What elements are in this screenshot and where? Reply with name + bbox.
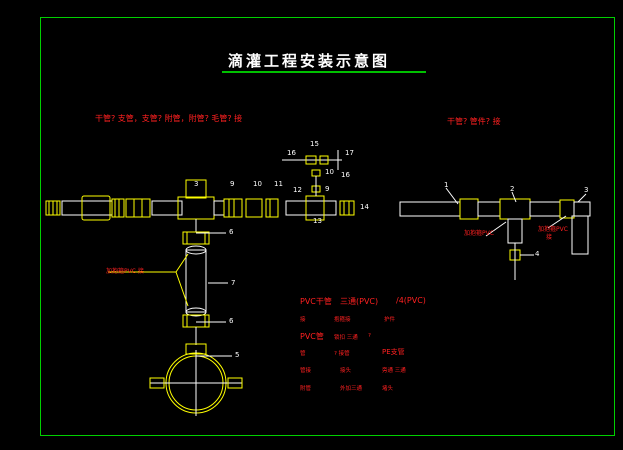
pipe-segment-d [213,200,225,216]
part-number-17: 17 [345,149,354,157]
tee-fitting [177,196,215,220]
pipe-segment-f [305,195,325,221]
vertical-branch [108,219,228,345]
legend-r3c1: PVC管 [300,332,324,341]
coupling-1 [111,198,125,218]
legend-r4c3: PE支管 [382,348,405,356]
title-underline [222,71,426,73]
part-number-13: 13 [313,217,322,225]
right-number-4: 4 [535,250,540,258]
part-number-10-b: 10 [325,168,334,176]
pipe-segment-a [61,200,113,216]
legend-r3c2: 锁扣 三通 [334,335,358,341]
end-cap-right [339,200,355,216]
main-pipeline [61,179,337,221]
adapter-upper [182,231,210,245]
part-number-6: 6 [229,228,234,236]
main-pipe-section [149,343,243,416]
legend-r3c3: ? [368,333,371,339]
part-number-16-b: 16 [341,171,350,179]
part-number-15: 15 [310,140,319,148]
legend-r1c2: 三通(PVC) [340,297,379,306]
part-number-3: 3 [194,180,199,188]
coupling-3 [223,198,243,218]
legend-r4c1: 管 [300,351,306,357]
part-number-9: 9 [230,180,235,188]
legend-r2c1: 接 [300,317,306,323]
right-number-3: 3 [584,186,589,194]
main-pipeline-couplings [45,198,355,218]
pipe-segment-b [81,195,111,221]
legend-r5c3: 旁通 三通 [382,368,406,374]
part-number-10: 10 [253,180,262,188]
legend-r1c3: /4(PVC) [396,296,426,305]
legend-r4c2: ? 接管 [334,351,350,357]
legend-r6c3: 堵头 [382,386,394,392]
right-annotation-1: 加抱箍PVC [464,230,494,237]
legend-r2c2: 抱箍接 [334,317,351,323]
part-number-12: 12 [293,186,302,194]
legend-r5c1: 管接 [300,368,312,374]
drawing-frame [40,17,615,436]
right-annotation-3: 接 [546,234,553,241]
legend-r5c2: 接头 [340,368,352,374]
part-number-7: 7 [231,279,236,287]
left-header-label: 干管? 支管，支管? 附管，附管? 毛管? 接 [95,114,243,123]
part-number-5: 5 [235,351,240,359]
legend-r1c1: PVC干管 [300,297,332,306]
coupling-2 [125,198,151,218]
legend-r6c1: 附管 [300,386,312,392]
part-number-14: 14 [360,203,369,211]
right-header-label: 干管? 管件? 接 [447,117,501,126]
upper-fitting-assembly [282,150,342,196]
right-assembly [399,187,591,280]
pipe-segment-e [285,200,337,216]
part-number-11: 11 [274,180,283,188]
right-number-2: 2 [510,185,515,193]
tee-stem [185,179,207,199]
page-title: 滴灌工程安装示意图 [228,52,391,70]
coupling-5 [265,198,279,218]
legend-r2c3: 护件 [384,317,396,323]
right-annotation-2: 加抱箍PVC [538,226,568,233]
pipe-segment-c [151,200,183,216]
part-number-9-b: 9 [325,185,330,193]
coupling-4 [245,198,263,218]
left-annotation: 加抱箍PVC 接 [106,268,144,275]
part-number-16: 16 [287,149,296,157]
right-number-1: 1 [444,181,449,189]
part-number-6-b: 6 [229,317,234,325]
riser-pipe [185,249,207,313]
legend-r6c2: 外加三通 [340,386,363,392]
